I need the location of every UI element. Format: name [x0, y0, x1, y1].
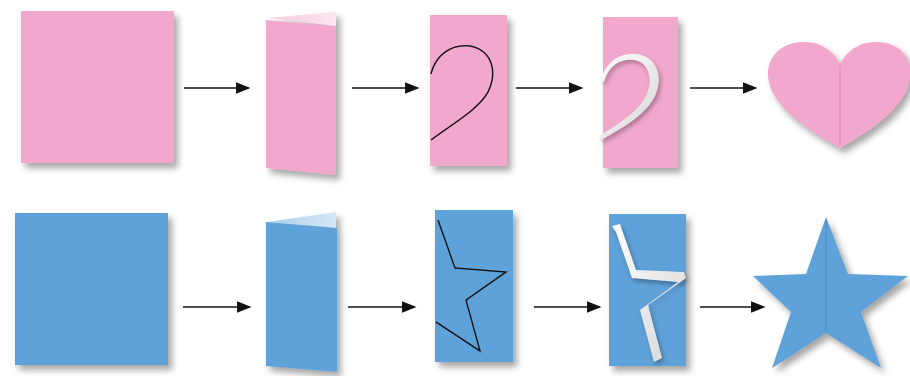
blue-star-shape [753, 217, 908, 368]
blue-drawn-half-star [435, 210, 513, 362]
blue-cut-half-star [609, 214, 686, 366]
pink-folded-paper [266, 12, 336, 175]
blue-square-paper [15, 213, 168, 365]
star-row [15, 210, 908, 372]
pink-heart-shape [767, 42, 910, 148]
pink-cut-half-heart [599, 17, 678, 168]
heart-row [21, 11, 910, 175]
pink-square-paper [21, 11, 174, 163]
pink-drawn-half-heart [430, 15, 507, 166]
blue-folded-paper [266, 212, 337, 372]
